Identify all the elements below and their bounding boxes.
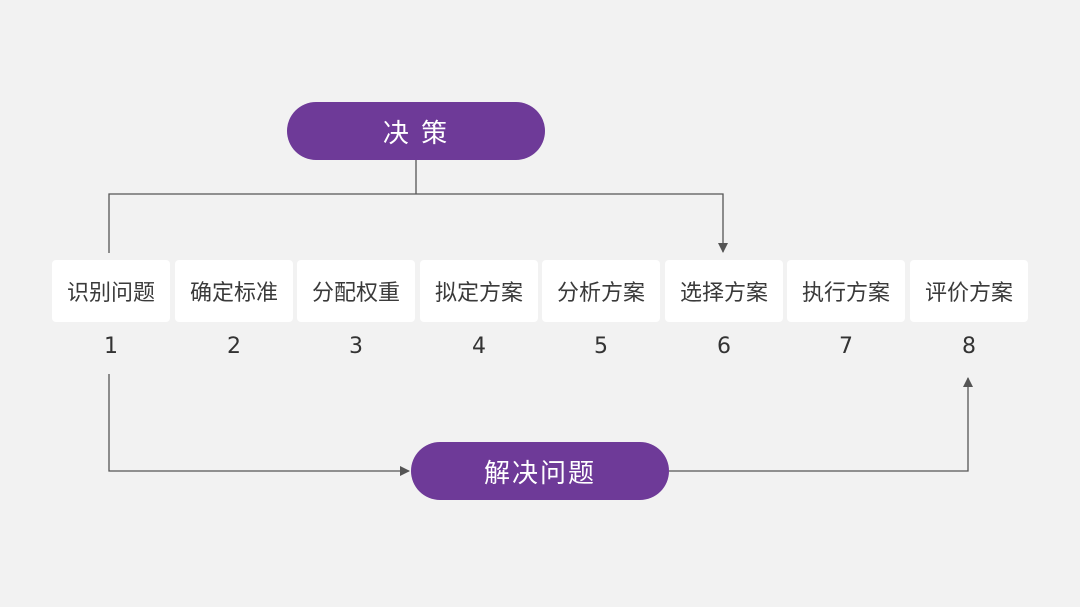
step-box-5: 分析方案 xyxy=(542,260,660,322)
step-number-7: 7 xyxy=(839,334,853,359)
step-box-8: 评价方案 xyxy=(910,260,1028,322)
step-number-1: 1 xyxy=(104,334,118,359)
step-number-3: 3 xyxy=(349,334,363,359)
connector-step1-to-solve xyxy=(108,374,410,476)
decision-node: 决 策 xyxy=(287,102,545,160)
step-box-6: 选择方案 xyxy=(665,260,783,322)
step-number-2: 2 xyxy=(227,334,241,359)
solve-problem-node: 解决问题 xyxy=(411,442,669,500)
connector-solve-to-step8 xyxy=(669,377,973,472)
step-box-2: 确定标准 xyxy=(175,260,293,322)
step-number-6: 6 xyxy=(717,334,731,359)
step-box-4: 拟定方案 xyxy=(420,260,538,322)
step-number-4: 4 xyxy=(472,334,486,359)
step-box-7: 执行方案 xyxy=(787,260,905,322)
step-number-5: 5 xyxy=(594,334,608,359)
connector-decision-branch xyxy=(108,160,723,253)
step-box-1: 识别问题 xyxy=(52,260,170,322)
step-box-3: 分配权重 xyxy=(297,260,415,322)
step-number-8: 8 xyxy=(962,334,976,359)
